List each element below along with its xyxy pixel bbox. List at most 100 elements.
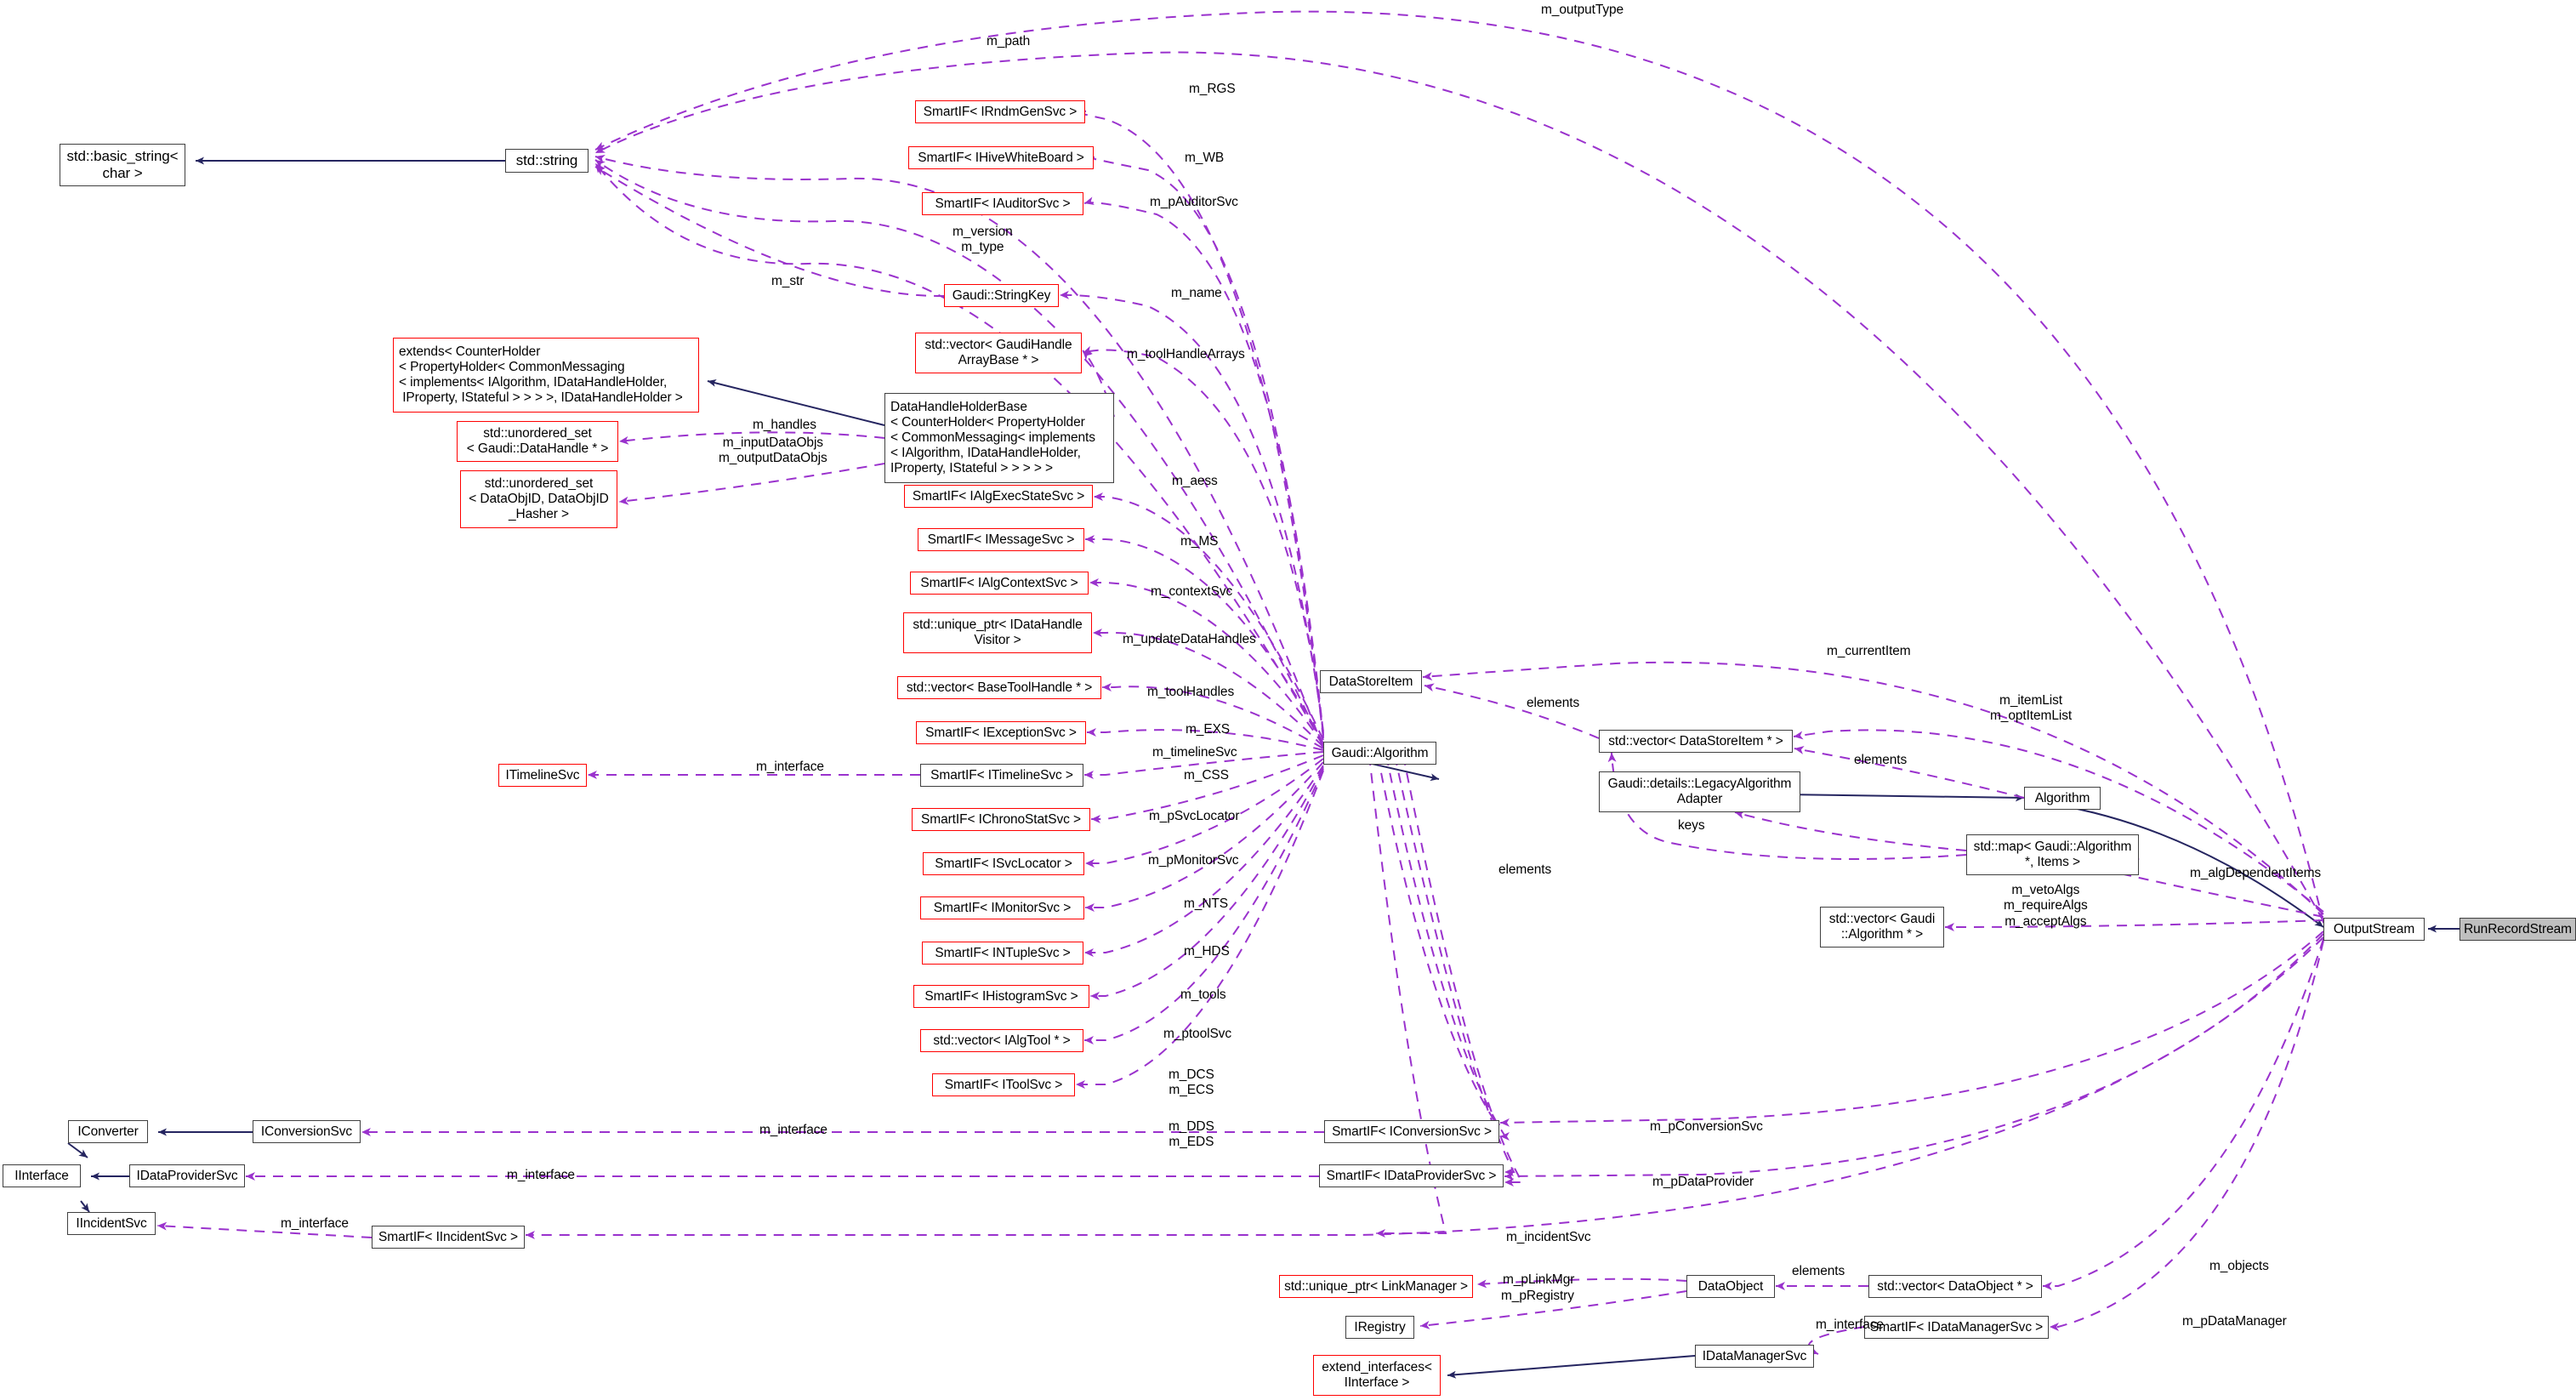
edge-label-text: m_objects — [2209, 1259, 2269, 1273]
node-datahandleholderbase[interactable]: DataHandleHolderBase < CounterHolder< Pr… — [884, 393, 1114, 483]
node-smartif-intuplesvc[interactable]: SmartIF< INTupleSvc > — [922, 942, 1083, 965]
node-vector-gaudihandlearraybase[interactable]: std::vector< GaudiHandle ArrayBase * > — [915, 333, 1082, 373]
node-label: Algorithm — [2034, 790, 2090, 805]
node-uniqueptr-idatahandlevisitor[interactable]: std::unique_ptr< IDataHandle Visitor > — [903, 612, 1092, 653]
node-smartif-ihivewhiteboard[interactable]: SmartIF< IHiveWhiteBoard > — [908, 146, 1094, 169]
node-runrecordstream[interactable]: RunRecordStream — [2459, 918, 2576, 941]
node-extend-interfaces[interactable]: extend_interfaces< IInterface > — [1313, 1355, 1441, 1396]
edge-label-m-handles: m_handles — [753, 418, 816, 433]
edge-label-text: m_interface — [1816, 1317, 1884, 1332]
node-gaudi-algorithm[interactable]: Gaudi::Algorithm — [1323, 742, 1436, 765]
node-smartif-ichronostatsvc[interactable]: SmartIF< IChronoStatSvc > — [912, 808, 1090, 831]
node-vector-basetoolhandle[interactable]: std::vector< BaseToolHandle * > — [897, 676, 1101, 699]
node-label: SmartIF< IExceptionSvc > — [925, 725, 1077, 740]
node-algorithm[interactable]: Algorithm — [2024, 787, 2101, 810]
node-label: IDataManagerSvc — [1702, 1348, 1807, 1363]
edge-label-text: m_pDataProvider — [1652, 1175, 1754, 1189]
edge-label-m-contextSvc: m_contextSvc — [1151, 584, 1232, 600]
edge-label-text: m_inputDataObjs m_outputDataObjs — [719, 435, 827, 466]
node-itimelinesvc[interactable]: ITimelineSvc — [498, 764, 587, 787]
edge-label-m-timelineSvc: m_timelineSvc — [1152, 745, 1237, 760]
node-smartif-ialgcontextsvc[interactable]: SmartIF< IAlgContextSvc > — [910, 572, 1089, 595]
node-smartif-ialgexecstatesvc[interactable]: SmartIF< IAlgExecStateSvc > — [904, 485, 1093, 508]
node-dataobject[interactable]: DataObject — [1686, 1275, 1775, 1298]
edge-label-m-interface-incident: m_interface — [281, 1216, 349, 1232]
node-datastoreitem[interactable]: DataStoreItem — [1320, 670, 1422, 693]
node-outputstream[interactable]: OutputStream — [2323, 918, 2425, 941]
node-iconversionsvc[interactable]: IConversionSvc — [253, 1120, 361, 1143]
node-smartif-iconversionsvc[interactable]: SmartIF< IConversionSvc > — [1324, 1120, 1499, 1143]
node-idatamanagersvc[interactable]: IDataManagerSvc — [1695, 1345, 1814, 1368]
edge-label-text: m_NTS — [1184, 896, 1229, 911]
node-label: SmartIF< IConversionSvc > — [1332, 1124, 1492, 1139]
edge-label-m-algDependentItems: m_algDependentItems — [2190, 866, 2321, 881]
edge-label-m-DDS-m-EDS: m_DDS m_EDS — [1169, 1119, 1214, 1151]
node-map-gaudialgorithm-items[interactable]: std::map< Gaudi::Algorithm *, Items > — [1966, 834, 2139, 875]
node-smartif-iauditorsvc[interactable]: SmartIF< IAuditorSvc > — [922, 192, 1083, 215]
node-vector-gaudialgorithm[interactable]: std::vector< Gaudi ::Algorithm * > — [1820, 907, 1944, 948]
node-smartif-imessagesvc[interactable]: SmartIF< IMessageSvc > — [918, 528, 1084, 551]
node-label: std::unique_ptr< IDataHandle Visitor > — [913, 617, 1083, 647]
edge-label-text: m_DCS m_ECS — [1169, 1067, 1214, 1098]
node-smartif-iexceptionsvc[interactable]: SmartIF< IExceptionSvc > — [916, 721, 1086, 744]
node-uniqueptr-linkmanager[interactable]: std::unique_ptr< LinkManager > — [1279, 1275, 1473, 1298]
edge-label-m-DCS-m-ECS: m_DCS m_ECS — [1169, 1067, 1214, 1099]
edge-label-text: m_MS — [1180, 534, 1219, 549]
edge-label-text: m_RGS — [1189, 82, 1236, 96]
edge-label-m-str: m_str — [771, 274, 804, 289]
node-smartif-iincidentsvc[interactable]: SmartIF< IIncidentSvc > — [372, 1226, 525, 1249]
edge-label-m-pLinkMgr: m_pLinkMgr — [1503, 1272, 1574, 1288]
edge-label-keys: keys — [1678, 818, 1705, 834]
edge-label-m-vetoAlgs: m_vetoAlgs m_requireAlgs m_acceptAlgs — [2004, 883, 2088, 930]
edge-label-m-ptoolSvc: m_ptoolSvc — [1163, 1027, 1231, 1042]
node-smartif-ihistogramsvc[interactable]: SmartIF< IHistogramSvc > — [913, 985, 1089, 1008]
node-smartif-itoolsvc[interactable]: SmartIF< IToolSvc > — [932, 1073, 1075, 1096]
node-basic-string[interactable]: std::basic_string< char > — [60, 144, 185, 186]
node-std-string[interactable]: std::string — [505, 149, 589, 173]
edge-label-elements-vector-datastoreitem: elements — [1854, 753, 1907, 768]
edge-label-m-pDataProvider: m_pDataProvider — [1652, 1175, 1754, 1190]
node-vector-ialgtool[interactable]: std::vector< IAlgTool * > — [920, 1029, 1083, 1052]
node-idataprovidersvc[interactable]: IDataProviderSvc — [129, 1164, 245, 1187]
node-iincidentsvc[interactable]: IIncidentSvc — [67, 1212, 156, 1235]
node-label: SmartIF< IChronoStatSvc > — [921, 811, 1081, 827]
edge-label-text: m_contextSvc — [1151, 584, 1233, 599]
node-smartif-idataprovidersvc[interactable]: SmartIF< IDataProviderSvc > — [1319, 1164, 1504, 1187]
node-smartif-irndmgensvc[interactable]: SmartIF< IRndmGenSvc > — [915, 100, 1085, 123]
edge-label-m-updateDataHandles: m_updateDataHandles — [1123, 632, 1256, 647]
node-unordered-set-datahandle[interactable]: std::unordered_set < Gaudi::DataHandle *… — [457, 421, 618, 462]
edge-label-text: m_WB — [1185, 151, 1225, 165]
node-label: std::unique_ptr< LinkManager > — [1284, 1278, 1468, 1294]
edge-label-text: m_EXS — [1186, 722, 1231, 737]
node-iregistry[interactable]: IRegistry — [1345, 1316, 1414, 1339]
node-extends-counterholder[interactable]: extends< CounterHolder < PropertyHolder<… — [393, 338, 699, 413]
node-iinterface[interactable]: IInterface — [3, 1164, 81, 1187]
edge-label-m-path: m_path — [987, 34, 1030, 49]
edge-label-m-name: m_name — [1171, 286, 1222, 301]
node-vector-datastoreitem[interactable]: std::vector< DataStoreItem * > — [1599, 730, 1793, 753]
edge-label-text: m_HDS — [1184, 944, 1230, 959]
node-vector-dataobject[interactable]: std::vector< DataObject * > — [1868, 1275, 2042, 1298]
node-label: SmartIF< IMonitorSvc > — [933, 900, 1072, 915]
edge-label-text: m_ptoolSvc — [1163, 1027, 1231, 1041]
node-legacyalgorithmadapter[interactable]: Gaudi::details::LegacyAlgorithm Adapter — [1599, 771, 1800, 812]
edge-label-elements-datastoreitem: elements — [1527, 696, 1579, 711]
node-smartif-imonitorsvc[interactable]: SmartIF< IMonitorSvc > — [920, 896, 1084, 919]
edge-label-m-toolHandleArrays: m_toolHandleArrays — [1127, 347, 1245, 362]
node-label: SmartIF< IDataProviderSvc > — [1326, 1168, 1497, 1183]
node-gaudi-stringkey[interactable]: Gaudi::StringKey — [944, 284, 1059, 307]
node-smartif-idatamanagersvc[interactable]: SmartIF< IDataManagerSvc > — [1864, 1316, 2049, 1339]
edge-label-m-toolHandles: m_toolHandles — [1147, 685, 1234, 700]
node-unordered-set-dataobjid[interactable]: std::unordered_set < DataObjID, DataObjI… — [460, 470, 617, 528]
node-label: std::basic_string< char > — [66, 148, 179, 181]
edge-label-text: m_pLinkMgr — [1503, 1272, 1575, 1287]
edge-label-m-version-m-type: m_version m_type — [952, 225, 1013, 256]
node-smartif-isvclocator[interactable]: SmartIF< ISvcLocator > — [923, 852, 1084, 875]
node-label: SmartIF< ISvcLocator > — [935, 856, 1072, 871]
node-smartif-itimelinesvc[interactable]: SmartIF< ITimelineSvc > — [920, 764, 1083, 787]
edge-label-text: m_interface — [507, 1168, 575, 1182]
node-label: std::string — [515, 152, 578, 169]
node-iconverter[interactable]: IConverter — [68, 1120, 148, 1143]
